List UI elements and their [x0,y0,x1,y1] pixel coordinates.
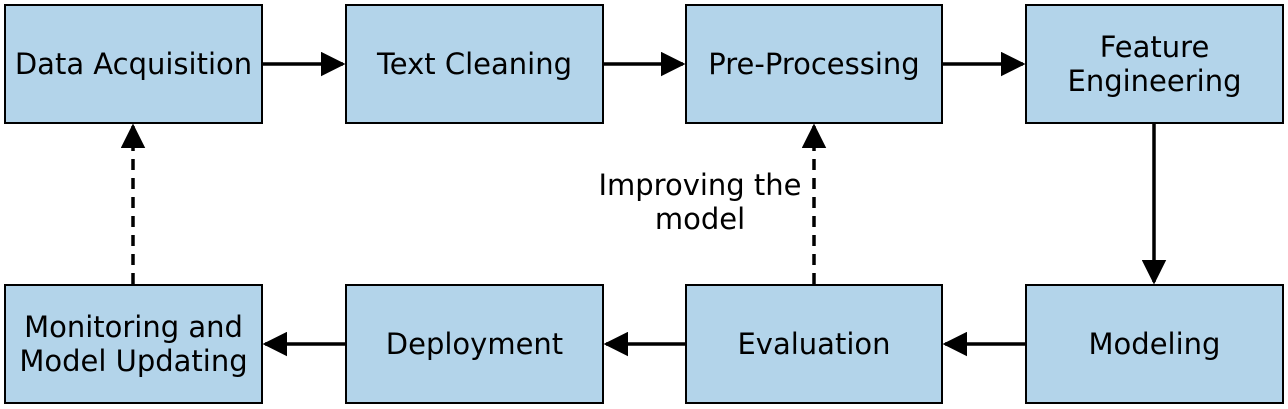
node-text-cleaning: Text Cleaning [345,4,604,124]
node-pre-processing: Pre-Processing [685,4,943,124]
node-monitoring-and-model-updating: Monitoring and Model Updating [4,284,263,404]
annotation-improving-the-model: Improving the model [598,168,802,237]
node-data-acquisition: Data Acquisition [4,4,263,124]
node-evaluation: Evaluation [685,284,943,404]
node-label: Text Cleaning [376,46,572,81]
node-label: Evaluation [737,326,891,361]
node-label: Monitoring and Model Updating [19,309,248,378]
node-label: Modeling [1088,326,1221,361]
node-label: Deployment [385,326,564,361]
node-label: Pre-Processing [708,46,920,81]
node-modeling: Modeling [1025,284,1284,404]
node-label: Data Acquisition [14,46,253,81]
node-deployment: Deployment [345,284,604,404]
node-label: Feature Engineering [1067,29,1242,98]
node-feature-engineering: Feature Engineering [1025,4,1284,124]
